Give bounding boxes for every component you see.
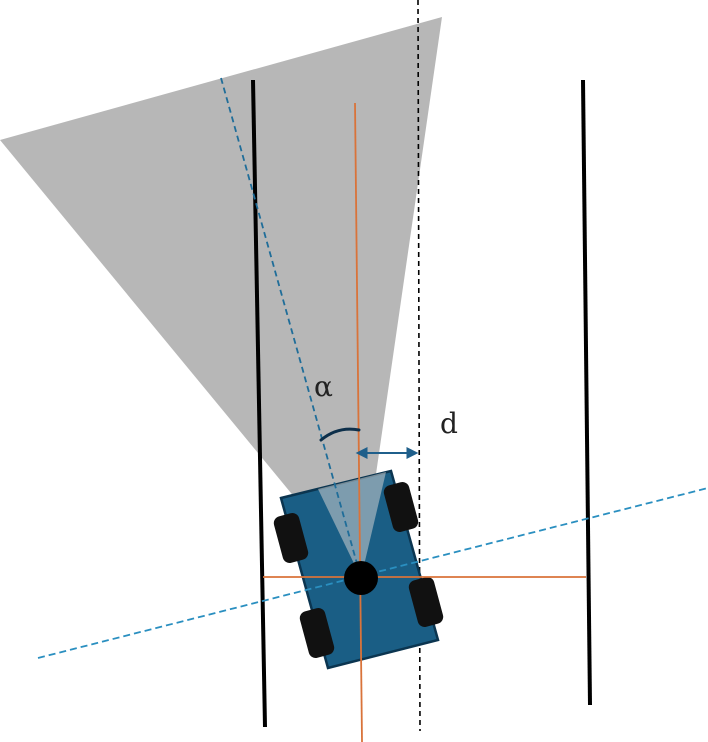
offset-label: d: [440, 407, 458, 440]
right-row-line: [581, 79, 592, 706]
field-of-view-cone: [0, 17, 442, 578]
sensor-dot-icon: [344, 561, 378, 595]
field-of-view-overlay: [318, 472, 386, 578]
left-row-line: [251, 79, 267, 728]
vertical-robot-axis: [354, 102, 363, 742]
wheel-icon: [383, 482, 419, 532]
wheel-icon: [408, 577, 444, 627]
wheel-icon: [299, 608, 335, 658]
wheel-icon: [273, 513, 309, 563]
angle-arc: [319, 427, 361, 442]
heading-line: [220, 77, 362, 579]
reference-line: [417, 0, 421, 732]
angle-label: α: [314, 370, 333, 403]
